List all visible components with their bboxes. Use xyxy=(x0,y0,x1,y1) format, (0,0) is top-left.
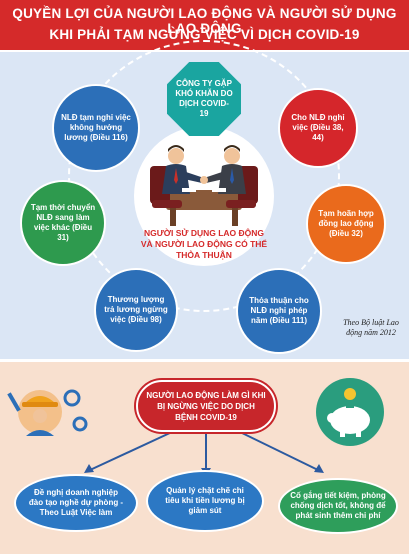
answer-training-label: Đề nghị doanh nghiệp đào tạo nghề dự phò… xyxy=(28,488,124,517)
answer-spending-label: Quản lý chặt chẽ chi tiêu khi tiền lương… xyxy=(165,486,245,515)
node-dismissal-label: Cho NLĐ nghỉ việc (Điều 38, 44) xyxy=(291,113,345,142)
node-reassignment-label: Tạm thời chuyển NLĐ sang làm việc khác (… xyxy=(30,203,96,242)
node-dismissal: Cho NLĐ nghỉ việc (Điều 38, 44) xyxy=(278,88,358,168)
question-box: NGƯỜI LAO ĐỘNG LÀM GÌ KHI BỊ NGỪNG VIỆC … xyxy=(136,380,276,432)
answer-training: Đề nghị doanh nghiệp đào tạo nghề dự phò… xyxy=(14,474,138,532)
center-agreement-text: NGƯỜI SỬ DỤNG LAO ĐỘNG VÀ NGƯỜI LAO ĐỘNG… xyxy=(140,228,268,260)
node-annual-leave: Thỏa thuận cho NLĐ nghỉ phép năm (Điều 1… xyxy=(236,268,322,354)
node-annual-leave-label: Thỏa thuận cho NLĐ nghỉ phép năm (Điều 1… xyxy=(249,296,309,325)
node-contract-suspension: Tạm hoãn hợp đồng lao động (Điều 32) xyxy=(306,184,386,264)
node-contract-suspension-label: Tạm hoãn hợp đồng lao động (Điều 32) xyxy=(318,209,374,238)
node-unpaid-leave: NLĐ tạm nghỉ việc không hưởng lương (Điề… xyxy=(52,84,140,172)
company-label: CÔNG TY GẶP KHÓ KHĂN DO DỊCH COVID-19 xyxy=(175,79,233,118)
question-text: NGƯỜI LAO ĐỘNG LÀM GÌ KHI BỊ NGỪNG VIỆC … xyxy=(146,390,266,422)
dashed-ring xyxy=(68,40,340,312)
node-reassignment: Tạm thời chuyển NLĐ sang làm việc khác (… xyxy=(20,180,106,266)
node-suspension-pay-label: Thương lượng trả lương ngừng việc (Điều … xyxy=(104,295,168,324)
title-line-1: QUYỀN LỢI CỦA NGƯỜI LAO ĐỘNG VÀ NGƯỜI SỬ… xyxy=(12,6,397,36)
answer-saving-label: Cố gắng tiết kiệm, phòng chống dịch tốt,… xyxy=(290,491,386,520)
answer-spending: Quản lý chặt chẽ chi tiêu khi tiền lương… xyxy=(146,470,264,532)
piggy-bank-icon xyxy=(316,378,384,446)
answer-saving: Cố gắng tiết kiệm, phòng chống dịch tốt,… xyxy=(278,478,398,534)
source-note: Theo Bộ luật Lao động năm 2012 xyxy=(343,318,399,337)
title-line-2: KHI PHẢI TẠM NGỪNG VIỆC VÌ DỊCH COVID-19 xyxy=(49,27,360,42)
node-suspension-pay: Thương lượng trả lương ngừng việc (Điều … xyxy=(94,268,178,352)
worker-tools-icon xyxy=(7,389,88,436)
company-octagon: CÔNG TY GẶP KHÓ KHĂN DO DỊCH COVID-19 xyxy=(167,62,241,136)
node-unpaid-leave-label: NLĐ tạm nghỉ việc không hưởng lương (Điề… xyxy=(61,113,131,142)
